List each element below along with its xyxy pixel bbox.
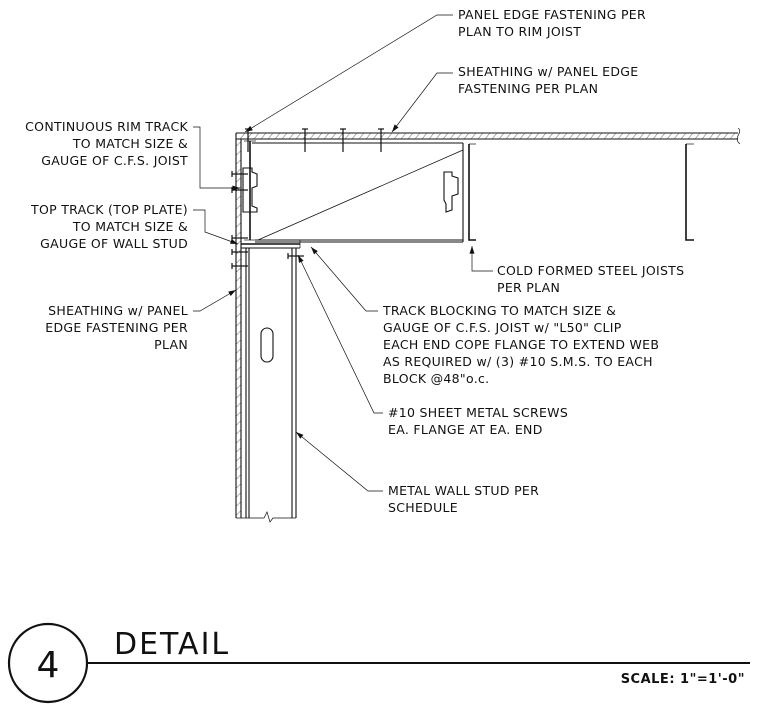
detail-title: DETAIL <box>114 627 230 662</box>
arrowhead-icon <box>230 239 238 244</box>
callout-line: GAUGE OF WALL STUD <box>40 236 188 251</box>
callout-wall-stud: METAL WALL STUD PER SCHEDULE <box>388 483 539 515</box>
callout-line: SCHEDULE <box>388 500 458 515</box>
screw-icon <box>302 128 308 152</box>
callout-line: CONTINUOUS RIM TRACK <box>25 119 188 134</box>
metal-wall-stud <box>236 248 297 523</box>
cfs-joist-2 <box>685 143 694 241</box>
callout-line: TOP TRACK (TOP PLATE) <box>30 202 188 217</box>
callout-screws: #10 SHEET METAL SCREWS EA. FLANGE AT EA.… <box>388 405 568 437</box>
callout-panel-edge-rim: PANEL EDGE FASTENING PER PLAN TO RIM JOI… <box>458 7 646 39</box>
arrowhead-icon <box>245 125 253 132</box>
arrowhead-icon <box>232 185 240 191</box>
fasteners <box>231 128 384 269</box>
callout-line: GAUGE OF C.F.S. JOIST w/ "L50" CLIP <box>383 320 622 335</box>
track-blocking <box>252 142 464 248</box>
callout-line: BLOCK @48"o.c. <box>383 371 489 386</box>
callout-line: EDGE FASTENING PER <box>45 320 188 335</box>
callout-line: EACH END COPE FLANGE TO EXTEND WEB <box>383 337 659 352</box>
callout-line: TRACK BLOCKING TO MATCH SIZE & <box>382 303 616 318</box>
callout-line: EA. FLANGE AT EA. END <box>388 422 543 437</box>
arrowhead-icon <box>469 246 475 254</box>
screw-icon <box>231 263 248 269</box>
callout-line: SHEATHING w/ PANEL <box>48 303 188 318</box>
callout-line: #10 SHEET METAL SCREWS <box>388 405 568 420</box>
callout-sheathing-wall: SHEATHING w/ PANEL EDGE FASTENING PER PL… <box>45 303 188 352</box>
callout-line: PANEL EDGE FASTENING PER <box>458 7 646 22</box>
screw-icon <box>231 249 248 255</box>
callout-line: AS REQUIRED w/ (3) #10 S.M.S. TO EACH <box>383 354 653 369</box>
screw-icon <box>231 171 248 177</box>
wall-sheathing <box>235 133 242 518</box>
callout-top-track: TOP TRACK (TOP PLATE) TO MATCH SIZE & GA… <box>30 202 188 251</box>
callout-sheathing-top: SHEATHING w/ PANEL EDGE FASTENING PER PL… <box>458 64 638 96</box>
title-block: 4 DETAIL SCALE: 1"=1'-0" <box>7 622 750 704</box>
callout-line: TO MATCH SIZE & <box>72 136 188 151</box>
arrowhead-icon <box>296 432 304 439</box>
callout-line: COLD FORMED STEEL JOISTS <box>497 263 684 278</box>
top-track <box>241 243 300 249</box>
screw-icon <box>340 128 346 152</box>
stud-punchout <box>260 327 274 363</box>
floor-sheathing <box>236 127 741 145</box>
callout-line: PLAN TO RIM JOIST <box>458 24 581 39</box>
callout-cfs-joists: COLD FORMED STEEL JOISTS PER PLAN <box>497 263 684 295</box>
screw-icon <box>378 128 384 152</box>
arrowhead-icon <box>311 247 318 255</box>
callout-line: GAUGE OF C.F.S. JOIST <box>41 153 188 168</box>
callout-line: PLAN <box>154 337 188 352</box>
callout-track-blocking: TRACK BLOCKING TO MATCH SIZE & GAUGE OF … <box>382 303 659 386</box>
arrowhead-icon <box>228 290 236 297</box>
arrowhead-icon <box>298 255 304 263</box>
callout-line: FASTENING PER PLAN <box>458 81 598 96</box>
callout-line: METAL WALL STUD PER <box>388 483 539 498</box>
scale-label: SCALE: 1"=1'-0" <box>621 672 745 687</box>
callout-line: TO MATCH SIZE & <box>72 219 188 234</box>
callout-line: PER PLAN <box>497 280 560 295</box>
cfs-joist-1 <box>468 143 476 241</box>
callout-rim-track: CONTINUOUS RIM TRACK TO MATCH SIZE & GAU… <box>25 119 188 168</box>
detail-number: 4 <box>37 645 60 686</box>
callout-line: SHEATHING w/ PANEL EDGE <box>458 64 638 79</box>
screw-icon <box>287 253 304 259</box>
arrowhead-icon <box>392 124 399 132</box>
rim-track <box>242 140 258 241</box>
leader-arrowheads <box>228 124 475 439</box>
leader-lines <box>193 14 493 492</box>
